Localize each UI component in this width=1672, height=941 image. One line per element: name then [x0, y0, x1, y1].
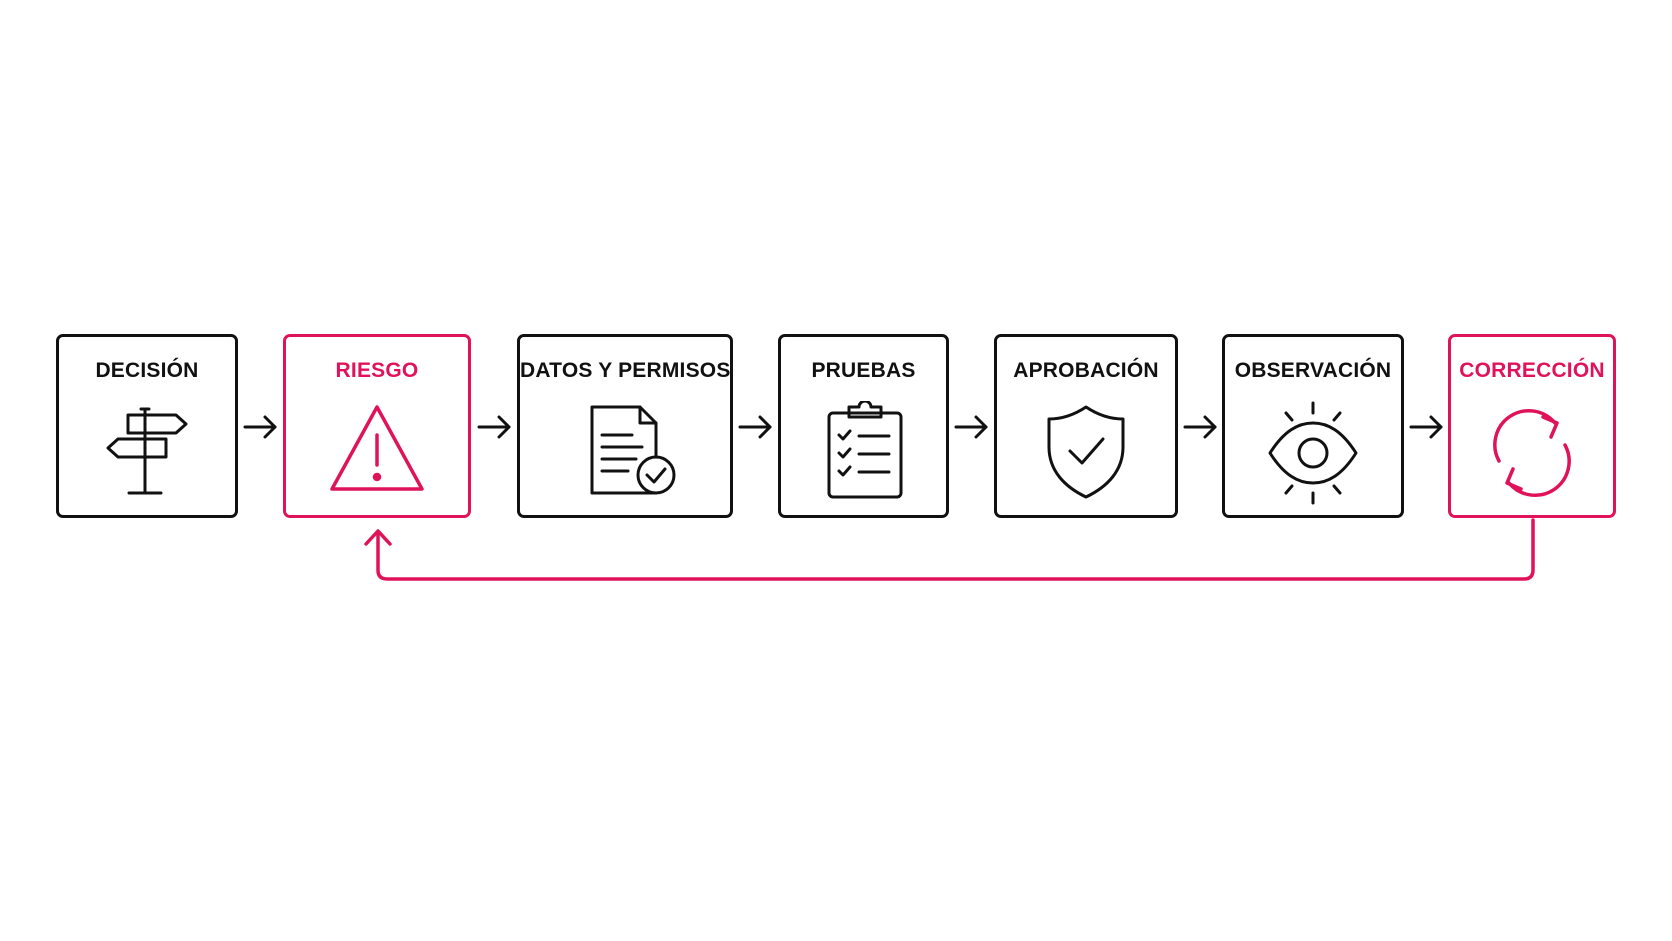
step-label-correccion: CORRECCIÓN	[1459, 359, 1605, 382]
warning-icon	[322, 401, 432, 505]
step-aprobacion: APROBACIÓN	[994, 334, 1178, 518]
refresh-cycle-icon	[1477, 401, 1587, 505]
step-label-pruebas: PRUEBAS	[811, 359, 916, 382]
step-label-riesgo: RIESGO	[335, 359, 419, 382]
signpost-icon	[92, 401, 202, 505]
arrow-right-icon	[477, 412, 513, 442]
clipboard-checklist-icon	[809, 401, 919, 505]
step-label-datos-permisos: DATOS Y PERMISOS	[520, 359, 731, 382]
shield-check-icon	[1031, 401, 1141, 505]
arrow-right-icon	[1183, 412, 1219, 442]
step-datos-permisos: DATOS Y PERMISOS	[517, 334, 733, 518]
step-pruebas: PRUEBAS	[778, 334, 949, 518]
arrow-right-icon	[738, 412, 774, 442]
document-check-icon	[570, 401, 680, 505]
arrow-right-icon	[243, 412, 279, 442]
step-label-observacion: OBSERVACIÓN	[1234, 359, 1392, 382]
step-decision: DECISIÓN	[56, 334, 238, 518]
arrow-right-icon	[1409, 412, 1445, 442]
step-correccion: CORRECCIÓN	[1448, 334, 1616, 518]
eye-icon	[1258, 401, 1368, 505]
step-label-decision: DECISIÓN	[95, 359, 199, 382]
step-observacion: OBSERVACIÓN	[1222, 334, 1404, 518]
step-label-aprobacion: APROBACIÓN	[1013, 359, 1159, 382]
arrow-right-icon	[954, 412, 990, 442]
step-riesgo: RIESGO	[283, 334, 471, 518]
